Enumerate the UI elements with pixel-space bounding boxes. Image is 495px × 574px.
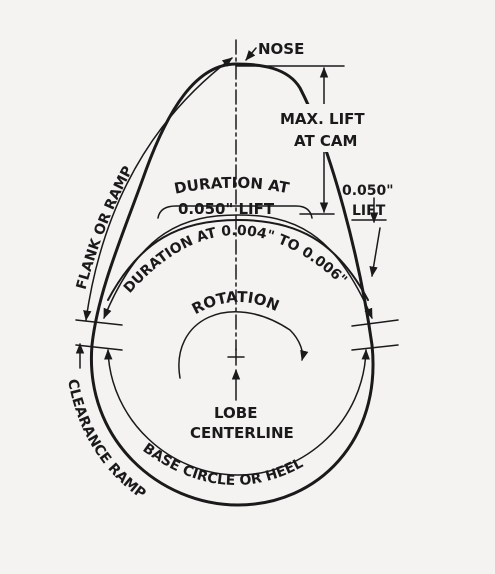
base-circle-label: BASE CIRCLE OR HEEL (140, 440, 306, 489)
duration-004-arrow (103, 214, 373, 319)
lift-050-label-line2: LIFT (352, 203, 386, 219)
center-cross (227, 348, 245, 366)
flank-arrow (83, 57, 233, 322)
rotation-label: ROTATION (189, 288, 282, 318)
duration-050-label-line1: DURATION AT (173, 174, 292, 198)
lift-050-label-line1: 0.050" (342, 183, 394, 199)
base-circle-arrow (104, 348, 370, 476)
max-lift-label-line2: AT CAM (294, 132, 357, 150)
nose-label: NOSE (258, 40, 304, 58)
lobe-label-line1: LOBE (214, 404, 257, 422)
duration-050-label-line2: 0.050" LIFT (178, 200, 275, 218)
lift-050-arrow-bottom (369, 227, 381, 278)
rotation-arrow (178, 311, 309, 379)
duration-050-brace (157, 205, 313, 219)
lobe-label-line2: CENTERLINE (190, 424, 294, 442)
max-lift-label-line1: MAX. LIFT (280, 110, 365, 128)
nose-leader (245, 47, 257, 61)
boundary-ticks (75, 319, 399, 351)
clearance-label: CLEARANCE RAMP (64, 378, 148, 502)
max-lift-label-bg (276, 104, 386, 152)
